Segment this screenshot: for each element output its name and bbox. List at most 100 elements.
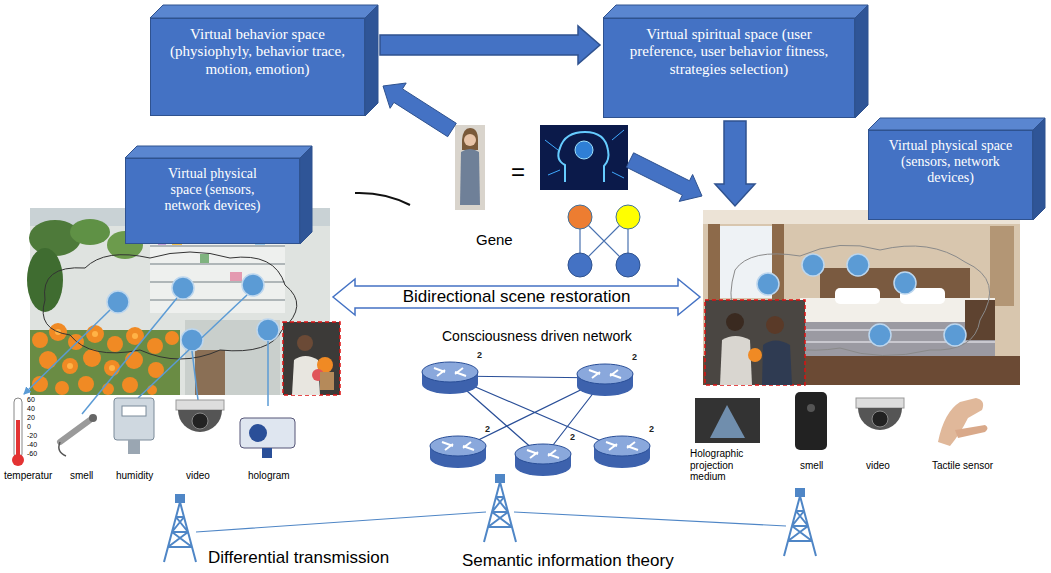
text-label: 2 xyxy=(649,424,654,434)
space-label-box: Virtual physical space (sensors, network… xyxy=(868,130,1033,220)
sensor-point xyxy=(894,272,916,294)
flower-shop-photo xyxy=(122,377,138,393)
person-photo xyxy=(462,128,478,150)
box-depth xyxy=(868,118,1047,222)
text-label: Holographic projection medium xyxy=(690,448,762,483)
thermometer-icon xyxy=(14,398,22,458)
text-label: smell xyxy=(800,460,823,472)
space-box: Virtual behavior space (physiophyly, beh… xyxy=(150,18,365,116)
person-inset-photo xyxy=(283,322,340,395)
person-inset-photo xyxy=(748,348,762,362)
camera-icon xyxy=(176,400,224,410)
router-icon xyxy=(422,362,478,394)
text-label: video xyxy=(186,470,210,482)
sensor-point xyxy=(944,324,966,346)
flower-shop-photo xyxy=(104,360,120,376)
text-label: 2 xyxy=(632,352,637,362)
text-label: 20 xyxy=(27,414,35,422)
person-photo xyxy=(460,149,480,205)
thermometer-icon xyxy=(12,454,24,466)
camera-icon xyxy=(872,411,888,427)
box-top-face xyxy=(868,118,1045,130)
camera-icon xyxy=(178,410,222,432)
router-icon xyxy=(430,436,486,468)
person-photo xyxy=(455,125,485,210)
brain-image xyxy=(540,125,628,190)
text-label: = xyxy=(511,158,525,186)
router-icon xyxy=(422,362,650,476)
tower-icon xyxy=(784,488,816,556)
holographic-medium-icon xyxy=(710,405,745,438)
box-side-face xyxy=(855,5,868,118)
pointer-arrow xyxy=(383,83,456,137)
flower-shop-photo xyxy=(200,254,209,263)
box-side-face xyxy=(300,146,312,244)
sensor-point xyxy=(257,319,279,341)
brain-image xyxy=(540,125,628,190)
tactile-sensor-icon xyxy=(938,398,983,446)
text-label: Gene xyxy=(476,231,513,248)
smell-probe-icon xyxy=(60,420,90,442)
text-label: humidity xyxy=(116,470,153,482)
space-label-box: Virtual physical space (sensors, network… xyxy=(125,158,300,244)
flower-shop-photo xyxy=(109,365,115,371)
text-label: 2 xyxy=(570,432,575,442)
sensor-point xyxy=(802,254,824,276)
text-label: -40 xyxy=(27,441,37,449)
text-label: -20 xyxy=(27,432,37,440)
person-photo xyxy=(464,134,476,146)
router-icon xyxy=(577,364,633,396)
gene-graph xyxy=(616,253,640,277)
text-label: Consciousness driven network xyxy=(442,328,632,344)
leader-line xyxy=(24,295,268,414)
text-label: video xyxy=(866,460,890,472)
brain-image xyxy=(575,141,593,159)
flower-shop-photo xyxy=(62,358,78,374)
space-label-text: Virtual spiritual space (user preference… xyxy=(612,26,846,78)
flower-shop-photo xyxy=(39,351,57,369)
text-label: 0 xyxy=(27,423,31,431)
edge-label: Bidirectional scene restoration xyxy=(400,287,634,307)
tower-icon xyxy=(484,474,516,542)
flower-shop-photo xyxy=(86,325,104,343)
double-arrow xyxy=(333,279,700,315)
text-label: Differential transmission xyxy=(208,548,389,568)
block-arrow xyxy=(715,121,755,206)
brain-image xyxy=(558,132,608,182)
tactile-sensor-icon xyxy=(955,425,988,438)
box-side-face xyxy=(1033,118,1045,220)
leader-line xyxy=(267,341,269,406)
smell-device-icon xyxy=(807,404,815,412)
tower-icon xyxy=(164,494,196,562)
sensor-point xyxy=(757,254,966,346)
space-label-text: Virtual physical space (sensors, network… xyxy=(153,166,273,214)
thermometer-icon xyxy=(16,420,20,458)
flower-shop-photo xyxy=(132,333,138,339)
camera-icon xyxy=(176,400,224,432)
flower-shop-photo xyxy=(67,363,73,369)
sensor-point xyxy=(757,273,779,295)
camera-icon xyxy=(856,398,904,430)
camera-icon xyxy=(192,413,208,429)
person-inset-photo xyxy=(726,313,744,331)
humidity-sensor-icon xyxy=(114,398,154,440)
bedroom-photo xyxy=(703,210,1020,385)
person-inset-photo xyxy=(705,300,805,385)
router-icon xyxy=(594,436,650,468)
box-side-face xyxy=(365,5,378,116)
sensor-point xyxy=(172,277,194,299)
person-inset-photo xyxy=(720,336,752,385)
text-label: -60 xyxy=(27,450,37,458)
flower-shop-photo xyxy=(70,219,110,245)
humidity-sensor-icon xyxy=(114,398,154,454)
flower-shop-photo xyxy=(55,381,69,395)
flower-shop-photo xyxy=(78,376,94,392)
gene-graph xyxy=(568,205,640,277)
gene-graph xyxy=(616,205,640,229)
text-label: smell xyxy=(70,470,93,482)
person-inset-photo xyxy=(283,322,340,395)
person-inset-photo xyxy=(762,341,792,386)
flower-shop-photo xyxy=(55,329,138,371)
gene-graph xyxy=(568,205,592,229)
